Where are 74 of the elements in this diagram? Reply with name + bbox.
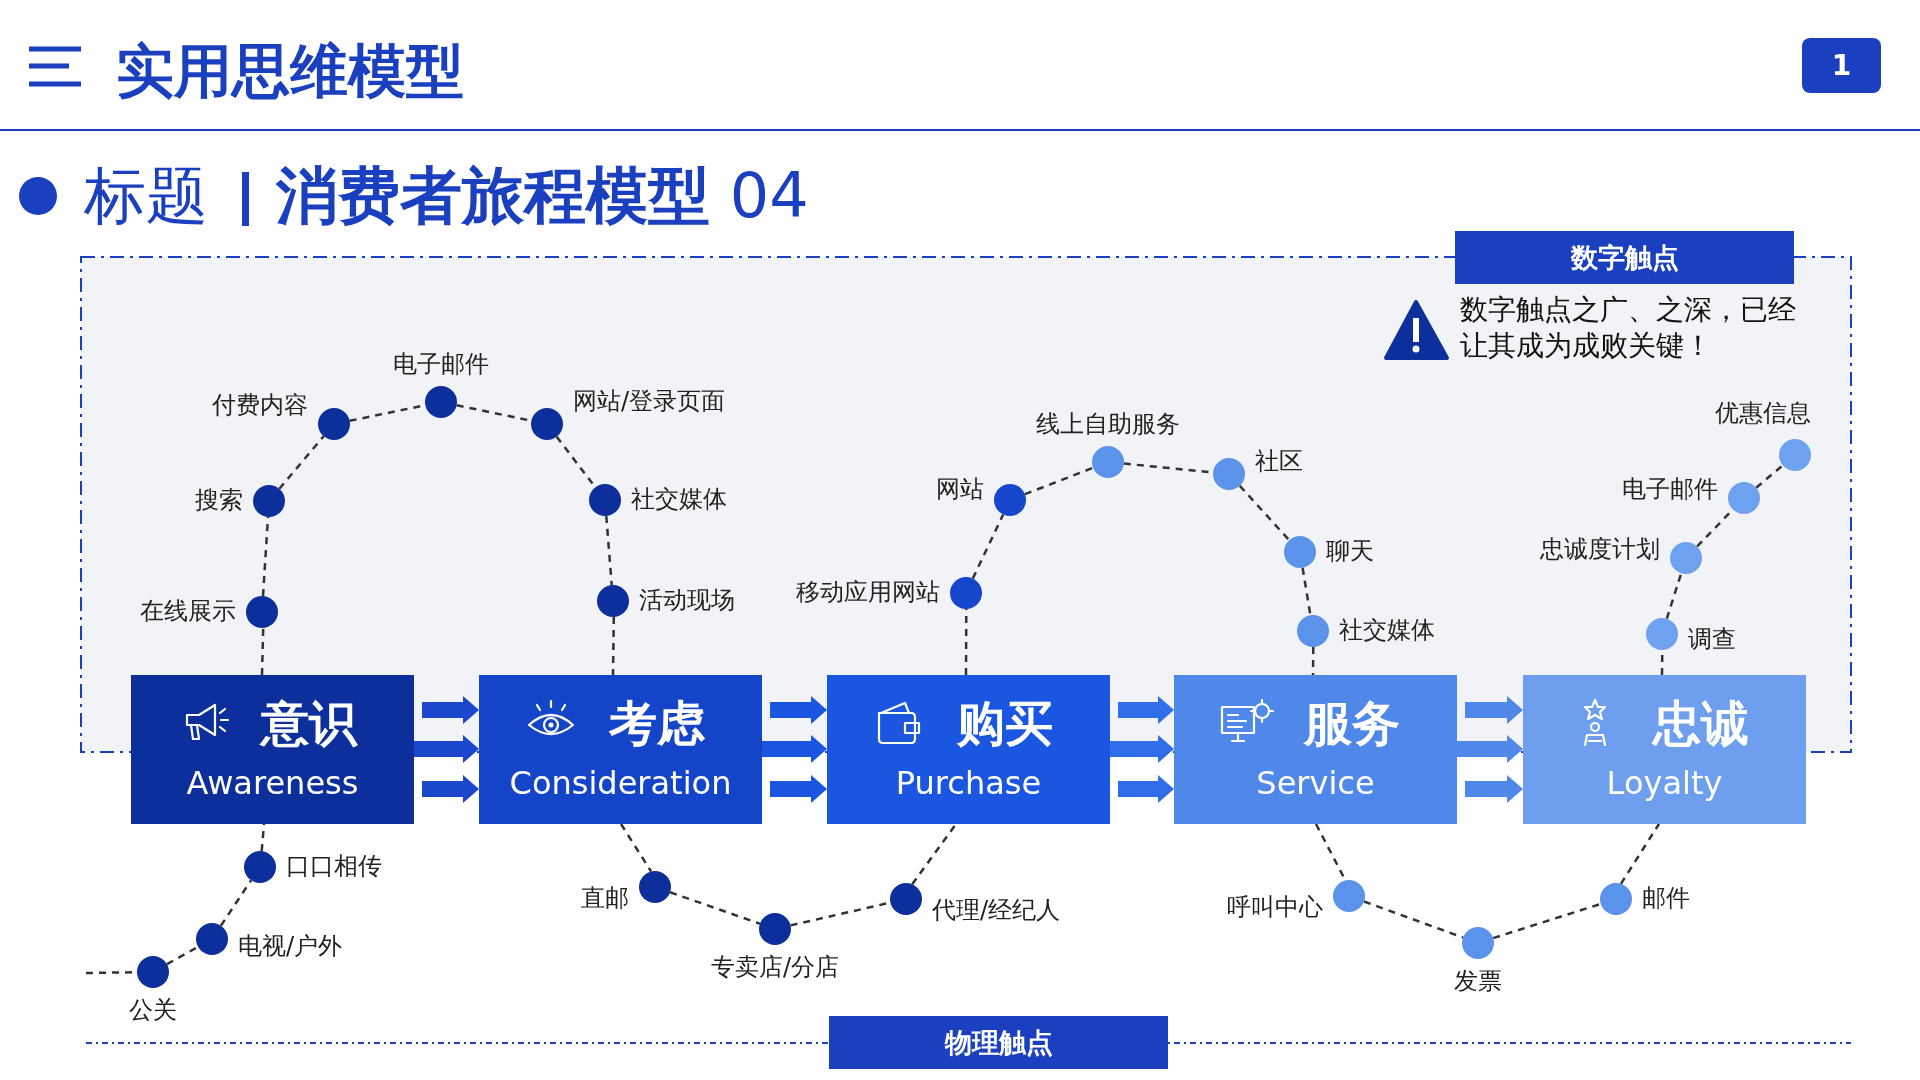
- connector-line: [1238, 484, 1291, 542]
- stage-box: [1523, 675, 1806, 824]
- section-tab: 物理触点: [829, 1016, 1168, 1069]
- touchpoint-label: 在线展示: [140, 599, 236, 623]
- touchpoint-label: 聊天: [1326, 539, 1374, 563]
- connector-line: [971, 513, 1005, 580]
- page-title: 实用思维模型: [116, 36, 464, 106]
- touchpoint-label: 社交媒体: [1339, 618, 1435, 642]
- stage-box: [827, 675, 1110, 824]
- connector-line: [166, 945, 199, 966]
- warning-text: 数字触点之广、之深，已经让其成为成败关键！: [1460, 292, 1797, 364]
- touchpoint-label: 忠诚度计划: [1540, 537, 1660, 561]
- stage-title: 考虑: [609, 695, 705, 751]
- touchpoint-label: 网站/登录页面: [573, 389, 726, 413]
- touchpoint-label: 付费内容: [212, 393, 308, 417]
- chevron-arrow: [762, 735, 827, 763]
- connector-line: [964, 609, 968, 675]
- touchpoint-label: 呼叫中心: [1227, 895, 1323, 919]
- touchpoint-label: 调查: [1688, 627, 1736, 651]
- touchpoint-label: 发票: [1453, 969, 1503, 993]
- stage-title: 购买: [957, 695, 1053, 751]
- connector-line: [278, 435, 325, 490]
- touchpoint-label: 代理/经纪人: [932, 898, 1061, 922]
- touchpoint-label: 直邮: [581, 886, 629, 910]
- stage-box: [1174, 675, 1457, 824]
- stage-subtitle: Purchase: [894, 763, 1043, 803]
- subtitle: 消费者旅程模型 04: [276, 160, 809, 232]
- chevron-arrow: [414, 735, 479, 763]
- touchpoint-label: 专卖店/分店: [709, 955, 841, 979]
- stage-title: 忠诚: [1653, 695, 1749, 751]
- touchpoint-label: 公关: [128, 998, 178, 1022]
- stage-box: [131, 675, 414, 824]
- stage-subtitle: Awareness: [185, 763, 360, 803]
- connector-line: [619, 823, 653, 873]
- connector-line: [1755, 464, 1784, 489]
- connector-line: [1665, 572, 1683, 620]
- touchpoint-label: 邮件: [1642, 886, 1690, 910]
- connector-line: [611, 617, 616, 675]
- connector-line: [261, 516, 270, 597]
- stage-title: 意识: [261, 695, 357, 751]
- connector-line: [1301, 567, 1312, 616]
- connector-line: [1363, 900, 1464, 939]
- touchpoint-label: 线上自助服务: [1035, 412, 1181, 436]
- connector-line: [1311, 647, 1315, 675]
- touchpoint-label: 网站: [936, 477, 984, 501]
- touchpoint-label: 社交媒体: [631, 487, 727, 511]
- touchpoint-label: 社区: [1255, 449, 1303, 473]
- stage-subtitle: Service: [1255, 763, 1376, 803]
- connector-line: [260, 823, 266, 852]
- connector-line: [605, 515, 613, 586]
- connector-line: [1024, 466, 1094, 496]
- touchpoint-label: 搜索: [195, 488, 243, 512]
- touchpoint-label: 口口相传: [286, 854, 382, 878]
- touchpoint-label: 电视/户外: [238, 934, 343, 958]
- section-tab: 数字触点: [1455, 231, 1794, 284]
- connector-line: [911, 823, 957, 885]
- connector-line: [1492, 902, 1602, 940]
- stage-subtitle: Consideration: [508, 763, 733, 803]
- stage-subtitle: Loyalty: [1605, 763, 1724, 803]
- connector-line: [260, 627, 265, 676]
- subtitle-label: 标题: [84, 160, 208, 232]
- touchpoint-label: 电子邮件: [1622, 477, 1718, 501]
- touchpoint-label: 优惠信息: [1715, 401, 1811, 425]
- connector-line: [669, 891, 761, 925]
- connector-line: [219, 879, 253, 927]
- chevron-arrow: [1457, 735, 1523, 763]
- chevron-arrow: [1110, 735, 1174, 763]
- touchpoint-label: 电子邮件: [392, 352, 490, 376]
- stage-box: [479, 675, 762, 824]
- touchpoint-label: 移动应用网站: [796, 580, 940, 604]
- touchpoint-label: 活动现场: [639, 588, 735, 612]
- connector-line: [1619, 823, 1661, 885]
- page-number-badge: 1: [1802, 38, 1881, 93]
- stage-title: 服务: [1304, 695, 1400, 751]
